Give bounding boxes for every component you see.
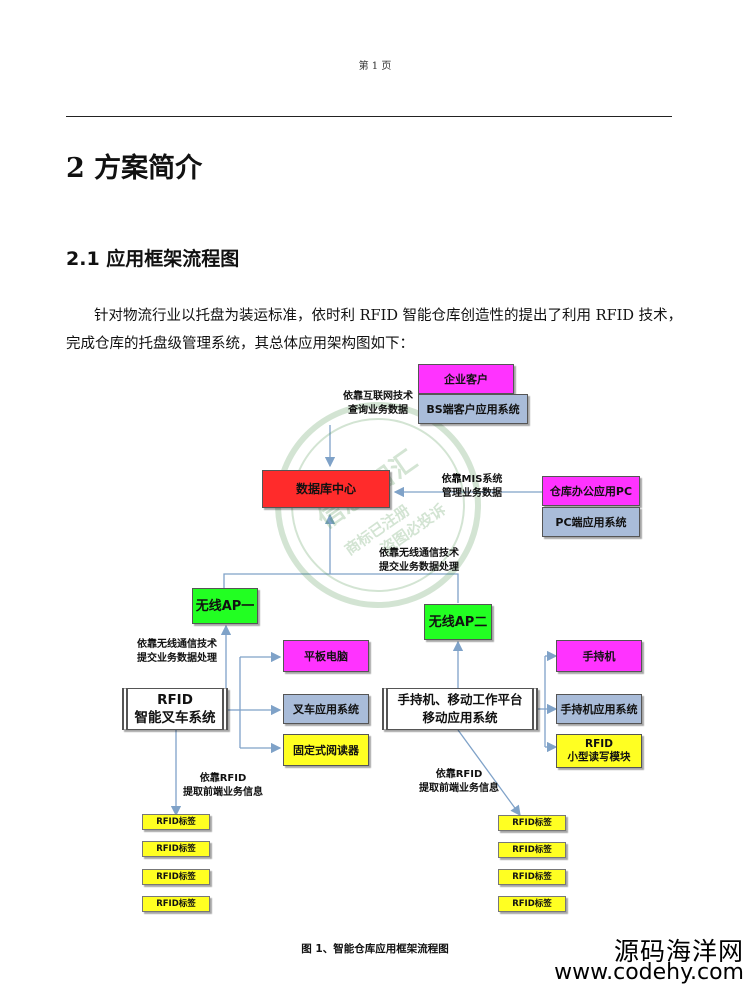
watermark-site-url: www.codehy.com — [554, 960, 744, 985]
rfid-tag-right-2: RFID标签 — [498, 842, 566, 858]
warehouse-pc-box: 仓库办公应用PC — [542, 476, 640, 506]
enterprise-client-box: 企业客户 — [418, 364, 514, 394]
figure-caption: 图 1、智能仓库应用框架流程图 — [301, 943, 449, 955]
section-heading: 2 方案简介 — [66, 153, 203, 184]
pc-system-box: PC端应用系统 — [542, 507, 640, 537]
rfid-tag-right-4: RFID标签 — [498, 896, 566, 912]
rfid-tag-left-2: RFID标签 — [142, 841, 210, 857]
page-number: 第 1 页 — [358, 61, 392, 72]
watermark-site-name: 源码海洋网 — [613, 937, 744, 966]
database-center-box: 数据库中心 — [262, 470, 390, 508]
ap1-box: 无线AP一 — [192, 588, 258, 624]
note-wireless-top: 依靠无线通信技术提交业务数据处理 — [379, 548, 459, 573]
rfid-tag-right-1: RFID标签 — [498, 815, 566, 831]
line-mobile-to-tags — [457, 729, 521, 817]
rfid-tag-left-4: RFID标签 — [142, 896, 210, 912]
tablet-box: 平板电脑 — [283, 640, 369, 672]
rfid-tag-right-3: RFID标签 — [498, 869, 566, 885]
mobile-system-box: 手持机、移动工作平台移动应用系统 — [382, 688, 538, 730]
rfid-tag-left-3: RFID标签 — [142, 869, 210, 885]
handheld-box: 手持机 — [556, 640, 642, 672]
handheld-app-box: 手持机应用系统 — [556, 694, 642, 724]
ap2-box: 无线AP二 — [424, 604, 492, 640]
intro-paragraph: 针对物流行业以托盘为装运标准，依时利 RFID 智能仓库创造性的提出了利用 RF… — [66, 308, 683, 352]
line-ap-branch — [223, 573, 459, 603]
trademark-stamp: 信息·智汇 商标已注册 盗图必投诉 — [275, 402, 481, 608]
forklift-app-box: 叉车应用系统 — [283, 694, 369, 724]
rfid-tag-left-1: RFID标签 — [142, 814, 210, 830]
note-wireless-left: 依靠无线通信技术提交业务数据处理 — [137, 639, 217, 664]
header-rule — [66, 116, 672, 117]
note-internet: 依靠互联网技术查询业务数据 — [343, 391, 413, 416]
subsection-heading: 2.1 应用框架流程图 — [66, 248, 240, 270]
note-mis: 依靠MIS系统管理业务数据 — [441, 474, 503, 499]
bs-system-box: BS端客户应用系统 — [418, 394, 528, 424]
fixed-reader-box: 固定式阅读器 — [283, 734, 369, 766]
